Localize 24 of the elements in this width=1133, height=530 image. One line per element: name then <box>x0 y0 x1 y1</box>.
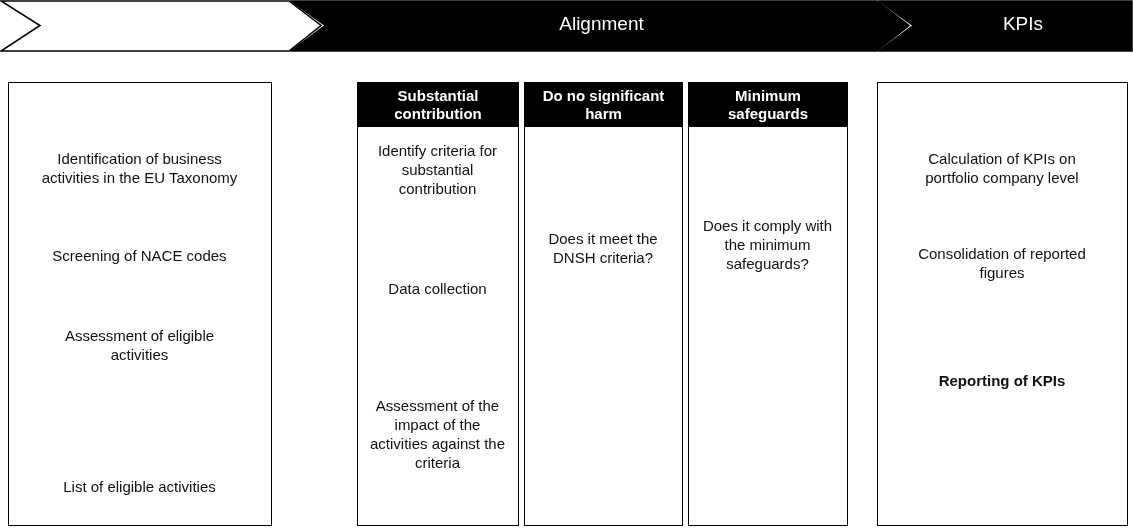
step-text: Identify criteria for substantial contribution <box>376 141 499 198</box>
step-text: Assessment of the impact of the activities against the criteria <box>368 396 507 472</box>
step-text: Assessment of eligible activities <box>63 326 216 364</box>
stage-title: Alignment <box>558 13 645 35</box>
column-header: Substantial contribution <box>358 83 518 127</box>
criteria-column <box>688 82 848 526</box>
step-text: Does it comply with the minimum safeguards? <box>702 216 833 273</box>
stage-title: KPIs <box>1001 13 1045 35</box>
criteria-column <box>357 82 519 526</box>
stage-banner <box>878 0 1133 52</box>
column-header: Do no significant harm <box>525 83 682 127</box>
step-text: Screening of NACE codes <box>51 246 228 265</box>
step-text: Data collection <box>387 279 488 298</box>
step-text: Reporting of KPIs <box>937 371 1067 390</box>
step-panel <box>8 82 272 526</box>
column-header: Minimum safeguards <box>689 83 847 127</box>
criteria-column <box>524 82 683 526</box>
step-text: List of eligible activities <box>62 477 217 496</box>
step-text: Identification of business activities in the EU Taxonomy <box>40 149 239 187</box>
stage-banner <box>0 0 322 52</box>
step-text: Consolidation of reported figures <box>917 244 1087 282</box>
step-panel <box>877 82 1128 526</box>
step-text: Calculation of KPIs on portfolio company level <box>924 149 1080 187</box>
step-text: Does it meet the DNSH criteria? <box>547 229 659 267</box>
